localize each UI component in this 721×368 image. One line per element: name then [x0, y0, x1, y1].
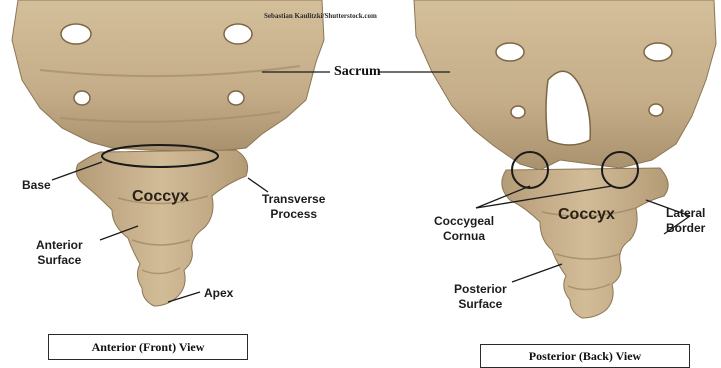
transverse-process-label: Transverse Process: [262, 192, 325, 222]
sacrum-label: Sacrum: [334, 64, 381, 80]
coccyx-anterior-label: Coccyx: [132, 188, 189, 206]
anterior-foramen-3: [74, 91, 90, 105]
posterior-foramen-3: [511, 106, 525, 118]
apex-label: Apex: [204, 286, 233, 301]
lateral-border-label: Lateral Border: [666, 206, 705, 236]
coccygeal-cornua-label: Coccygeal Cornua: [434, 214, 494, 244]
posterior-foramen-1: [496, 43, 524, 61]
anterior-foramen-2: [224, 24, 252, 44]
posterior-foramen-2: [644, 43, 672, 61]
anterior-foramen-1: [61, 24, 91, 44]
anterior-foramen-4: [228, 91, 244, 105]
coccyx-posterior-label: Coccyx: [558, 206, 615, 224]
anterior-view-caption: Anterior (Front) View: [48, 334, 248, 360]
coccyx-anterior: [76, 150, 247, 306]
posterior-view-caption: Posterior (Back) View: [480, 344, 690, 368]
posterior-surface-label: Posterior Surface: [454, 282, 507, 312]
posterior-foramen-4: [649, 104, 663, 116]
base-label: Base: [22, 178, 51, 193]
anterior-surface-label: Anterior Surface: [36, 238, 83, 268]
watermark-text: Sebastian Kaulitzki/Shutterstock.com: [264, 12, 377, 20]
